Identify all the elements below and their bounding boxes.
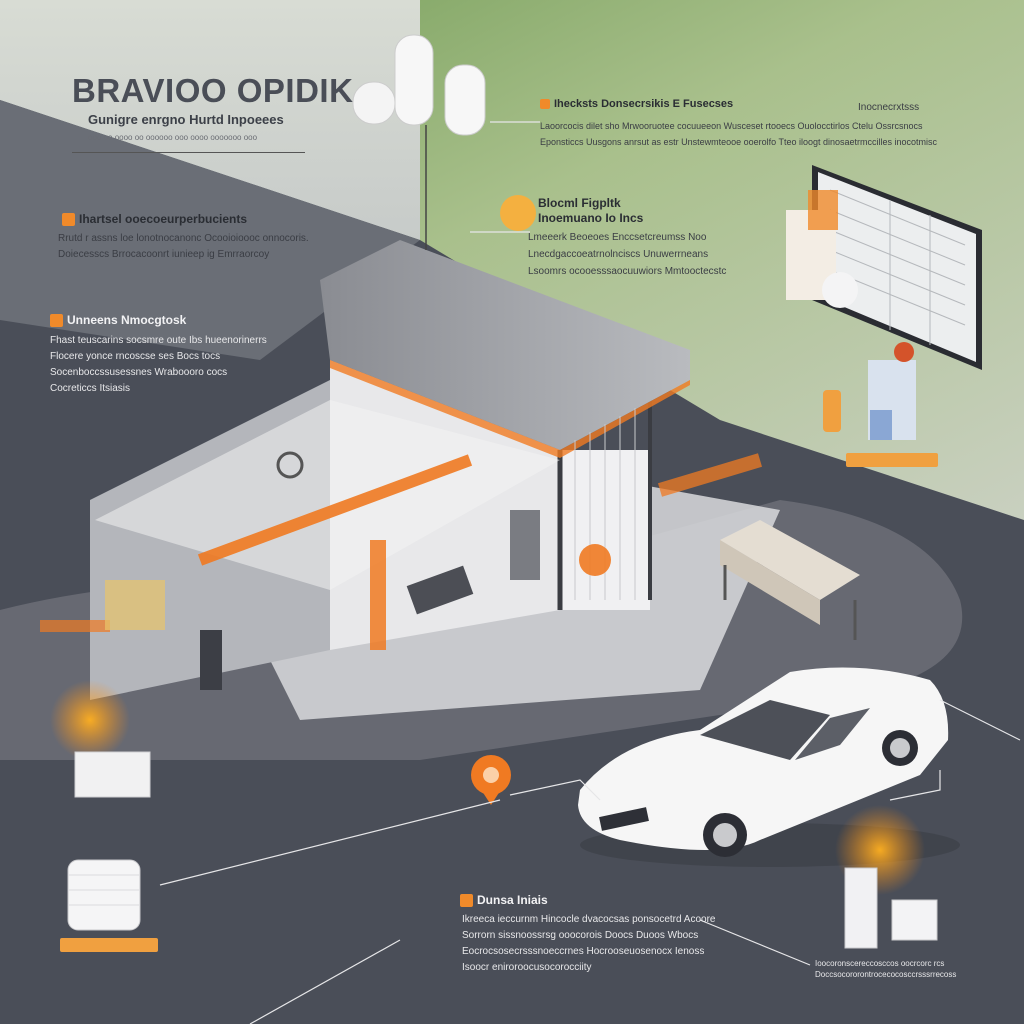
bottom-line-3: Eocrocsosecrsssnoeccrnes Hocrooseuosenoc… (462, 946, 705, 957)
bottom-line-2: Sorrorn sissnoossrsg ooocorois Doocs Duo… (462, 930, 699, 941)
left-block-1-heading-text: Ihartsel ooecoeurperbucients (79, 212, 248, 226)
left-block-2-line-2: Flocere yonce rncoscse ses Bocs tocs (50, 351, 221, 362)
page-title: BRAVIOO OPIDIK (72, 72, 354, 109)
server-stack-bottom-left (67, 751, 151, 931)
gauge-icon (276, 451, 304, 479)
glow-effect (50, 680, 130, 760)
left-block-2-line-1: Fhast teuscarins socsmre oute Ibs hueeno… (50, 335, 267, 346)
subtitle-note: ooo oo oooo oo oooooo ooo oooo ooooooo o… (88, 133, 258, 142)
middle-right-heading-2: Inoemuano Io Incs (538, 211, 644, 225)
top-right-heading: Ihecksts Donsecrsikis E Fusecses (540, 98, 733, 110)
lit-bay (105, 580, 165, 630)
middle-right-icon (500, 195, 536, 231)
top-right-heading-text: Ihecksts Donsecrsikis E Fusecses (554, 98, 734, 110)
left-block-2-heading-text: Unneens Nmocgtosk (67, 313, 187, 327)
title-divider (72, 152, 305, 153)
top-right-line-1: Laoorcocis dilet sho Mrwooruotee cocuuee… (540, 121, 923, 131)
block-badge-icon (62, 213, 75, 227)
upper-road (0, 100, 420, 360)
middle-right-line-1: Lmeeerk Beoeoes Enccsetcreumss Noo (528, 232, 707, 243)
info-badge-icon (540, 99, 550, 110)
tag-bar (846, 453, 938, 467)
status-light (579, 544, 611, 576)
server-stack-top (352, 34, 486, 250)
orange-pipe-1 (197, 454, 473, 566)
bottom-heading: Dunsa Iniais (460, 893, 548, 908)
pump-unit (510, 510, 540, 580)
orange-pipe-2 (370, 540, 386, 650)
left-block-2-line-3: Socenboccssusessnes Wraboooro cocs (50, 367, 228, 378)
middle-right-heading: Blocml Figpltk (538, 196, 621, 210)
middle-right-line-2: Lnecdgaccoeatrnolnciscs Unuwerrneans (528, 249, 709, 260)
tag-bar (60, 938, 158, 952)
block-badge-icon (460, 894, 473, 908)
cutaway-interior (95, 400, 560, 590)
building-roof (320, 240, 690, 450)
left-block-1-line-1: Rrutd r assns loe lonotnocanonc Ocooioio… (58, 233, 309, 244)
block-badge-icon (50, 314, 63, 328)
top-right-line-2: Eponsticcs Uusgons anrsut as estr Unstew… (540, 137, 938, 147)
bottom-heading-text: Dunsa Iniais (477, 893, 548, 907)
machine-unit (406, 565, 474, 615)
monitor-screen (786, 165, 982, 370)
bottom-right-line-2: Doccsocororontrocecocosccrsssrrecoss (815, 970, 957, 979)
orange-pipe-3 (657, 453, 763, 497)
bottom-line-1: Ikreeca ieccurnm Hincocle dvacocsas pons… (462, 914, 716, 925)
connector-lines (159, 121, 1021, 1024)
left-block-2-heading: Unneens Nmocgtosk (50, 313, 187, 328)
top-right-tag: Inocnecrxtsss (858, 102, 920, 113)
left-block-1-heading: Ihartsel ooecoeurperbucients (62, 212, 248, 227)
page-subtitle: Gunigre enrgno Hurtd Inpoeees (88, 112, 284, 127)
server-stack-bottom-right (844, 867, 938, 949)
equipment-cabinet (200, 630, 222, 690)
device-unit (823, 342, 916, 440)
left-block-2-line-4: Cocreticcs Itsiasis (50, 383, 131, 394)
middle-right-line-3: Lsoomrs ocooesssaocuuwiors Mmtooctecstc (528, 266, 727, 277)
bottom-right-line-1: Ioocoronscereccosccos oocrcorc rcs (815, 959, 945, 968)
left-block-1-line-2: Doiecesscs Brrocacoonrt iunieep ig Emrra… (58, 249, 270, 260)
bench (720, 520, 860, 640)
bottom-line-4: Isoocr eniroroocusocorocciity (462, 962, 592, 973)
left-light-panel (0, 0, 420, 240)
location-pin-icon (471, 755, 511, 805)
